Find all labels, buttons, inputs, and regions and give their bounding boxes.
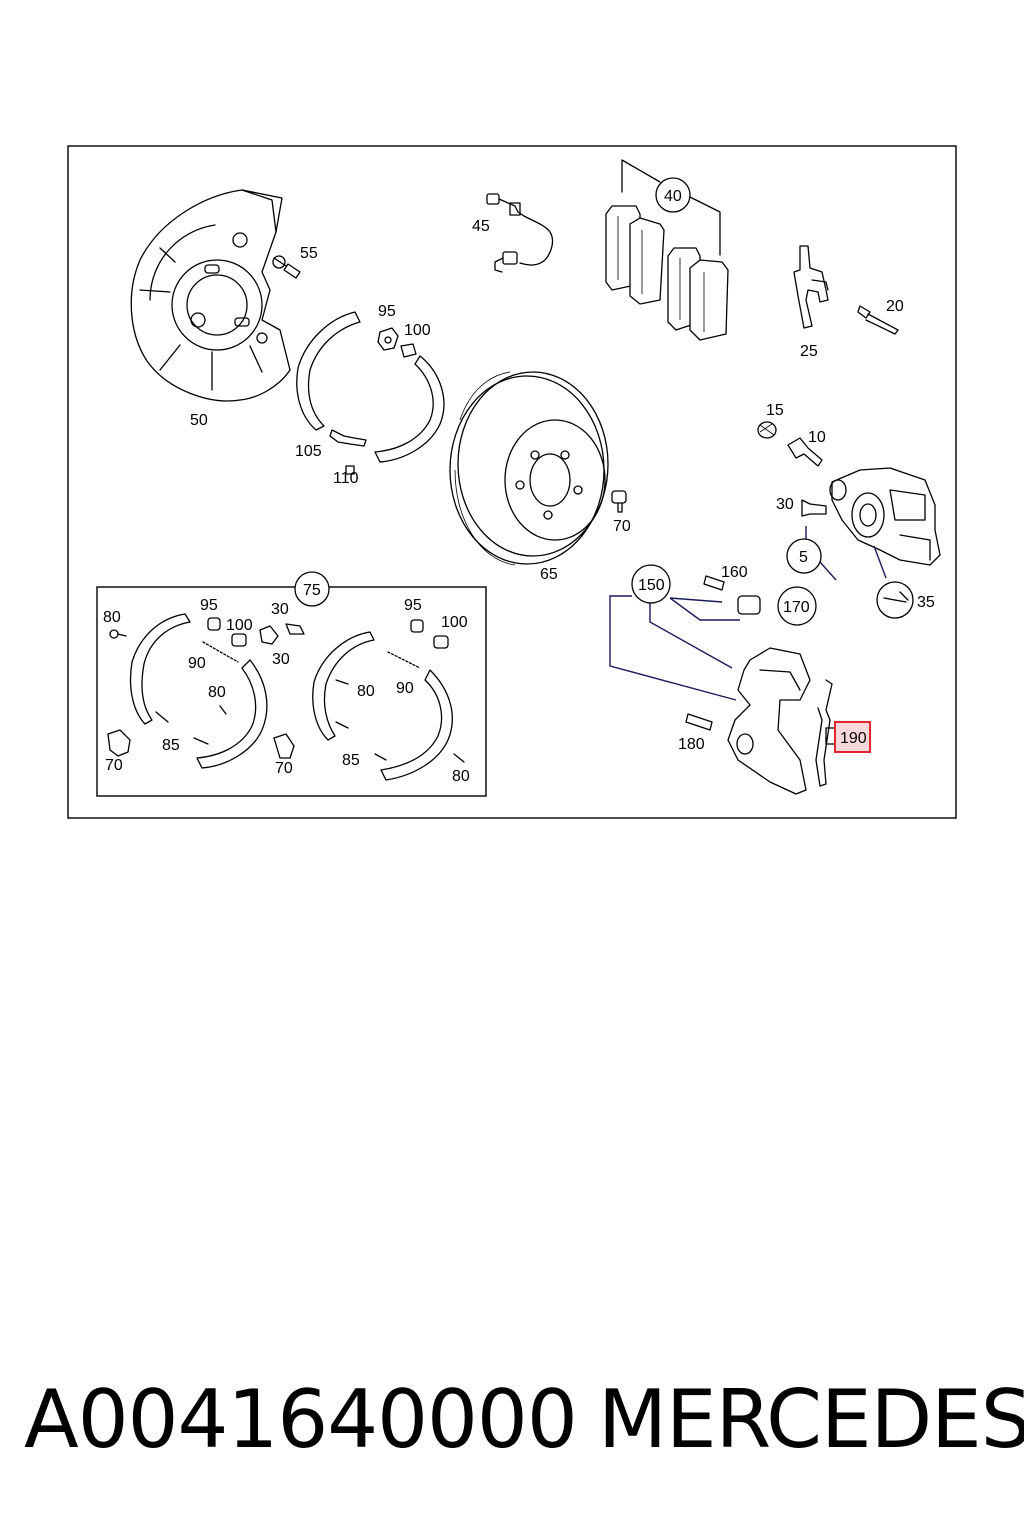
wear-sensor-part — [486, 193, 554, 273]
callout-170-circle — [777, 586, 817, 626]
kit-label-85-b: 85 — [342, 752, 360, 769]
spring-190-part — [815, 679, 837, 787]
kit-label-95-b: 95 — [404, 597, 422, 614]
brake-disc-part — [449, 371, 609, 566]
label-70-upper: 70 — [613, 518, 631, 535]
label-25: 25 — [800, 343, 818, 360]
label-160: 160 — [721, 564, 748, 581]
washer-100-part — [400, 343, 417, 358]
kit-label-80-a: 80 — [103, 609, 121, 626]
kit-shoe-left-a — [129, 613, 191, 725]
label-10: 10 — [808, 429, 826, 446]
backing-plate-part — [130, 189, 291, 402]
label-150: 150 — [638, 577, 665, 594]
kit-label-100-b: 100 — [441, 614, 468, 631]
kit-label-80-b: 80 — [208, 684, 226, 701]
callout-75-circle — [294, 571, 330, 607]
kit-label-80-c: 80 — [357, 683, 375, 700]
diagram-frame — [67, 145, 957, 819]
label-100-upper: 100 — [404, 322, 431, 339]
kit-label-100-a: 100 — [226, 617, 253, 634]
kit-label-70-b: 70 — [275, 760, 293, 777]
label-5: 5 — [799, 549, 808, 566]
label-180: 180 — [678, 736, 705, 753]
bolt-180-part — [685, 713, 713, 731]
footer: A0041640000 MERCEDES — [0, 1370, 1024, 1480]
kit-shoe-right-b — [380, 669, 453, 781]
label-95-upper: 95 — [378, 303, 396, 320]
kit-label-90-b: 90 — [396, 680, 414, 697]
kit-label-85-a: 85 — [162, 737, 180, 754]
label-110: 110 — [333, 470, 359, 487]
kit-shoe-left-b — [196, 659, 268, 769]
label-170: 170 — [783, 599, 810, 616]
kit-label-80-d: 80 — [452, 768, 470, 785]
parking-brake-shoe-upper — [296, 311, 361, 431]
label-35: 35 — [917, 594, 935, 611]
label-190: 190 — [840, 730, 867, 747]
highlight-190-box — [834, 721, 871, 753]
wrench-35-symbol — [876, 581, 914, 619]
parking-brake-shoe-lower — [374, 355, 445, 463]
bolt-55-part — [272, 255, 301, 279]
leader-lines — [609, 526, 887, 701]
bleeder-10-part — [787, 437, 823, 467]
pin-160-part — [703, 575, 725, 591]
label-50: 50 — [190, 412, 208, 429]
kit-label-30-b: 30 — [272, 651, 290, 668]
cap-15-part — [757, 421, 777, 439]
kit-label-70-a: 70 — [105, 757, 123, 774]
pin-95-part — [377, 327, 399, 351]
adjuster-110-part — [329, 429, 367, 475]
kit-75-frame — [96, 586, 487, 797]
label-40: 40 — [664, 188, 682, 205]
label-55: 55 — [300, 245, 318, 262]
bolt-30-part — [801, 499, 827, 517]
label-20: 20 — [886, 298, 904, 315]
kit-label-30-a: 30 — [271, 601, 289, 618]
spring-clip-part — [793, 245, 829, 329]
caliper-carrier-part — [727, 647, 811, 795]
bolt-70-part — [611, 490, 627, 513]
part-number: A0041640000 — [24, 1373, 578, 1466]
label-75: 75 — [303, 582, 321, 599]
callout-40-circle — [655, 177, 691, 213]
callout-5-circle — [786, 538, 822, 574]
brand-name: MERCEDES — [598, 1373, 1024, 1466]
bolt-20-part — [857, 305, 899, 335]
label-105: 105 — [295, 443, 322, 460]
label-15: 15 — [766, 402, 784, 419]
kit-small-parts — [107, 617, 465, 763]
kit-shoe-right-a — [312, 631, 375, 741]
label-30-upper: 30 — [776, 496, 794, 513]
label-45: 45 — [472, 218, 490, 235]
bushing-170-part — [737, 595, 761, 615]
callout-150-circle — [631, 564, 671, 604]
label-65: 65 — [540, 566, 558, 583]
kit-label-90-a: 90 — [188, 655, 206, 672]
brake-pads-part — [605, 159, 729, 341]
caliper-part — [829, 467, 941, 566]
kit-label-95-a: 95 — [200, 597, 218, 614]
